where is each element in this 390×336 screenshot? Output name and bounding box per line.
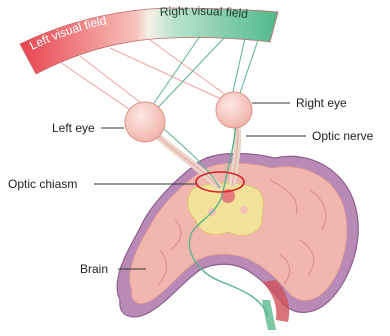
brainstem-green: [262, 300, 276, 330]
right-eye-label: Right eye: [296, 96, 347, 110]
right-eye: [216, 92, 252, 128]
optic-nerve-label: Optic nerve: [312, 129, 373, 143]
lgn-right: [240, 206, 248, 214]
brain-label: Brain: [80, 262, 108, 276]
left-eye-label: Left eye: [52, 121, 95, 135]
optic-chiasm-label: Optic chiasm: [8, 177, 77, 191]
left-eye: [125, 102, 165, 142]
